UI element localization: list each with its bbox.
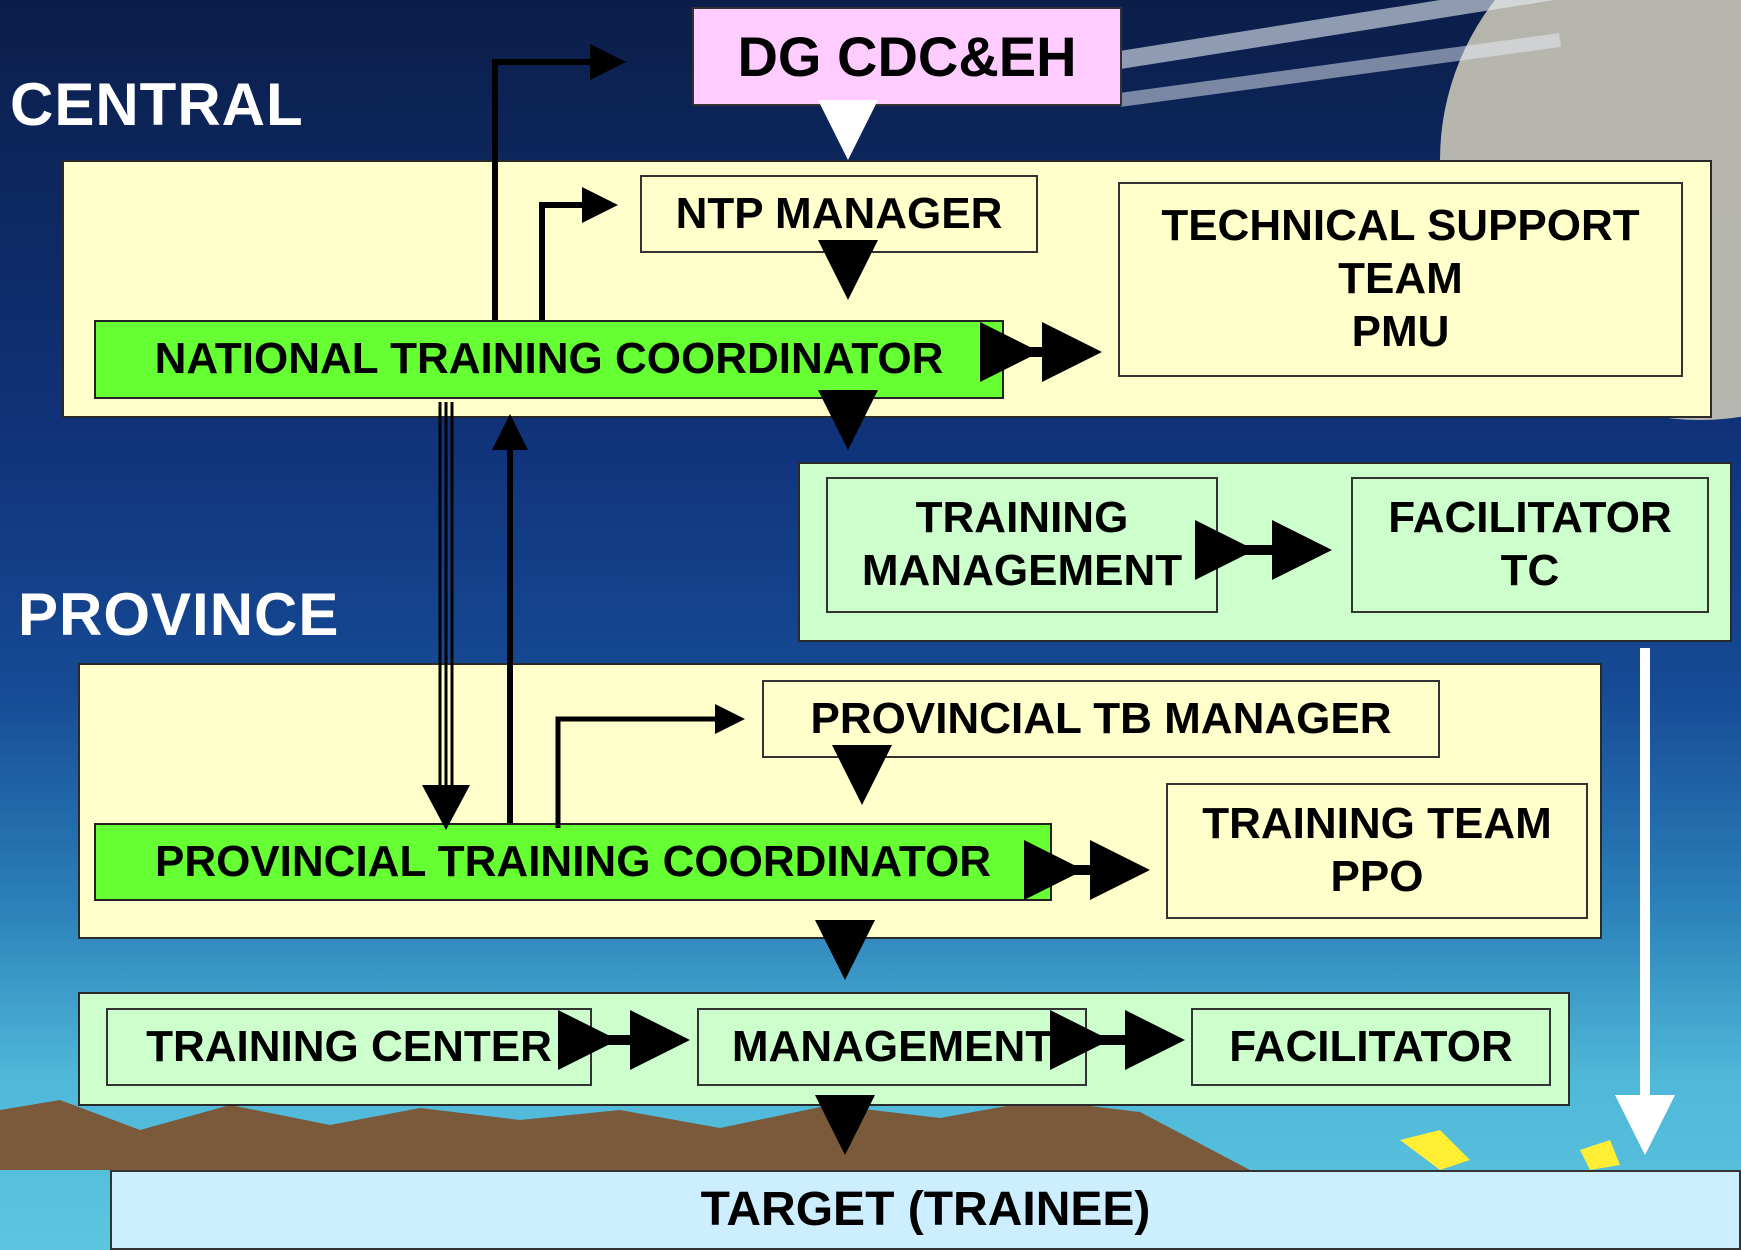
training-management-label: TRAINING MANAGEMENT [861, 493, 1183, 595]
island-image [1580, 1140, 1620, 1170]
ntp-manager-label: NTP MANAGER [675, 188, 1003, 238]
national-training-coordinator-box: NATIONAL TRAINING COORDINATOR [94, 320, 1004, 399]
training-center-label: TRAINING CENTER [146, 1021, 552, 1071]
mountains-image [0, 1100, 1250, 1170]
training-center-box: TRAINING CENTER [106, 1008, 592, 1086]
island-image [1400, 1130, 1470, 1170]
technical-support-box: TECHNICAL SUPPORT TEAM PMU [1118, 182, 1683, 377]
training-management-box: TRAINING MANAGEMENT [826, 477, 1218, 613]
management-label: MANAGEMENT [731, 1021, 1053, 1071]
provincial-training-coordinator-box: PROVINCIAL TRAINING COORDINATOR [94, 823, 1052, 901]
management-box: MANAGEMENT [697, 1008, 1087, 1086]
arrow-ntc-to-ptc-head [422, 785, 470, 830]
contrail-image [1119, 33, 1561, 107]
training-team-ppo-label: TRAINING TEAM PPO [1202, 799, 1552, 901]
provincial-training-coordinator-label: PROVINCIAL TRAINING COORDINATOR [154, 836, 992, 886]
arrow-ntc-to-dg [492, 44, 626, 320]
provincial-tb-manager-label: PROVINCIAL TB MANAGER [810, 693, 1392, 743]
region-label-central: CENTRAL [10, 71, 304, 138]
national-training-coordinator-label: NATIONAL TRAINING COORDINATOR [154, 334, 944, 384]
region-label-province: PROVINCE [18, 581, 340, 648]
target-trainee-box: TARGET (TRAINEE) [110, 1170, 1741, 1250]
technical-support-label: TECHNICAL SUPPORT TEAM PMU [1161, 201, 1640, 356]
dg-cdc-eh-box: DG CDC&EH [692, 7, 1122, 106]
facilitator-label: FACILITATOR [1229, 1021, 1513, 1071]
target-trainee-label: TARGET (TRAINEE) [700, 1183, 1151, 1237]
facilitator-box: FACILITATOR [1191, 1008, 1551, 1086]
arrow-ntc-to-ntp [539, 187, 618, 320]
facilitator-tc-label: FACILITATOR TC [1388, 493, 1672, 595]
training-team-ppo-box: TRAINING TEAM PPO [1166, 783, 1588, 919]
provincial-tb-manager-box: PROVINCIAL TB MANAGER [762, 680, 1440, 758]
facilitator-tc-box: FACILITATOR TC [1351, 477, 1709, 613]
contrail-image [1118, 0, 1555, 69]
arrow-ptc-to-ptbm [555, 704, 745, 828]
dg-cdc-eh-label: DG CDC&EH [737, 24, 1077, 88]
